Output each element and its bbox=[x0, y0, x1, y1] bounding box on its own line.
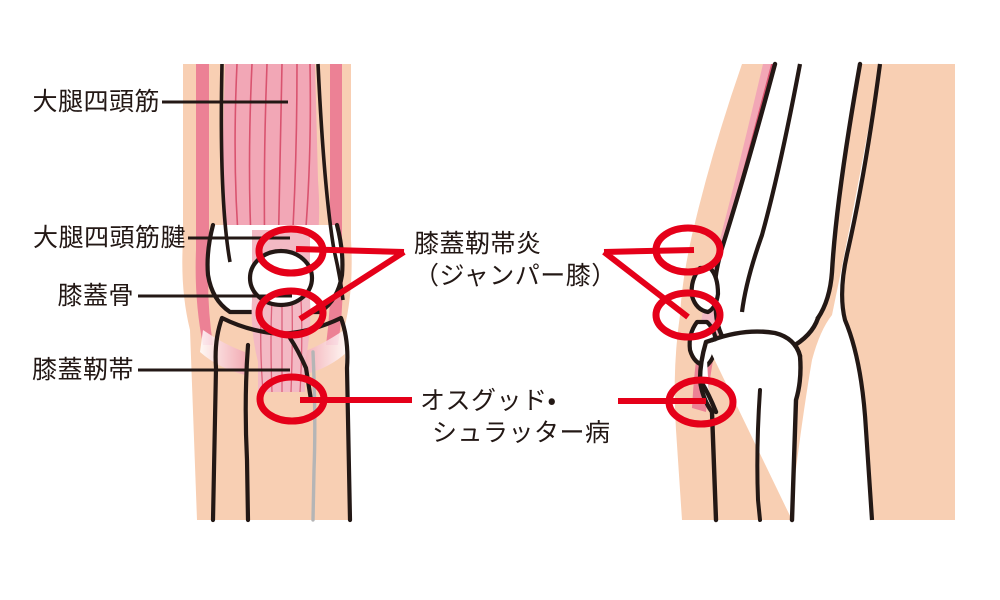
side-skin-outline-thigh bbox=[739, 63, 803, 313]
pointer-jumpers-knee-right bbox=[602, 247, 695, 320]
label-patella: 膝蓋骨 bbox=[57, 281, 134, 310]
red-pointers bbox=[295, 246, 706, 404]
front-skin-outline-left bbox=[219, 63, 232, 263]
side-tibia-plateau bbox=[709, 329, 803, 359]
label-jumpers-knee: 膝蓋靭帯炎 （ジャンパー膝） bbox=[414, 228, 617, 292]
label-osgood-line2: シュラッター病 bbox=[432, 418, 611, 447]
side-view-knee bbox=[674, 61, 955, 523]
front-view-knee bbox=[182, 63, 353, 523]
marker-jumpers-knee-lower-front bbox=[255, 287, 327, 339]
marker-jumpers-knee-lower-side bbox=[652, 289, 724, 341]
front-fibula-bone bbox=[311, 350, 317, 522]
front-skin-outline-right bbox=[316, 63, 345, 301]
label-osgood-line1: オスグッド・ bbox=[420, 386, 557, 415]
label-patellar-ligament: 膝蓋靭帯 bbox=[31, 355, 134, 384]
side-skin-outline-back bbox=[840, 63, 883, 521]
front-joint-shadow-left bbox=[200, 330, 245, 375]
leader-lines bbox=[138, 100, 292, 372]
front-tibia-shaft bbox=[243, 342, 251, 523]
pointer-jumpers-knee-left bbox=[295, 246, 406, 322]
label-osgood: オスグッド・ シュラッター病 bbox=[420, 385, 616, 449]
side-posterior-mass bbox=[842, 64, 955, 520]
side-fibula-bone bbox=[755, 388, 762, 522]
front-vastus-lateralis bbox=[195, 64, 213, 345]
label-jumpers-knee-line1: 膝蓋靭帯炎 bbox=[414, 229, 542, 258]
label-quadriceps: 大腿四頭筋 bbox=[32, 87, 160, 116]
label-quadriceps-tendon: 大腿四頭筋腱 bbox=[32, 223, 186, 252]
label-jumpers-knee-line2: （ジャンパー膝） bbox=[414, 261, 617, 290]
front-tibial-tuberosity bbox=[287, 335, 314, 403]
